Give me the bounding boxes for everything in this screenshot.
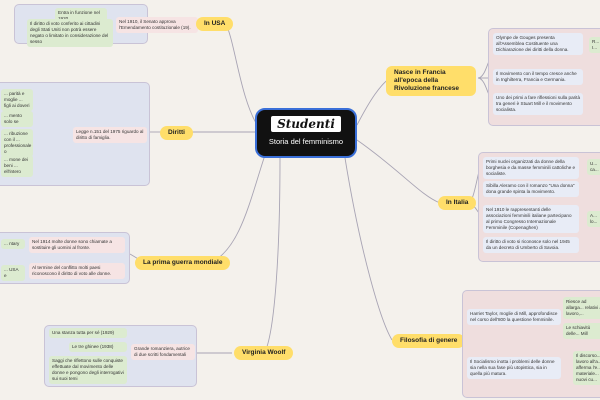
filosofia-note-2[interactable]: Le schiavitù delle... Mill [563, 323, 600, 339]
woolf-details-group: Una stanza tutta per sé (1929) Le tre gh… [44, 325, 197, 387]
guerra-detail-1[interactable]: Nel 1914 molte donne sono chiamate a sos… [29, 237, 125, 253]
italia-item-2[interactable]: Sibilla Aleramo con il romanzo "Una donn… [483, 181, 579, 197]
francia-item-2[interactable]: Il movimento con il tempo cresce anche i… [493, 69, 583, 85]
topic-prima-guerra[interactable]: La prima guerra mondiale [135, 256, 231, 271]
diritti-note-3[interactable]: ... ribuzione con il ... professionale o [1, 129, 33, 157]
woolf-detail[interactable]: Grande romanziera, autrice di due scritt… [131, 344, 195, 360]
topic-in-usa[interactable]: In USA [196, 17, 234, 32]
guerra-details-group: ... ntary ... USA e Nel 1914 molte donne… [0, 232, 130, 284]
woolf-note-2[interactable]: Le tre ghinee (1938) [69, 342, 127, 352]
francia-item-1[interactable]: Olympe de Gouges presenta all'Assemblea … [493, 33, 583, 55]
guerra-detail-2[interactable]: Al termine del conflitto molti paesi ric… [29, 263, 125, 279]
italia-note-2[interactable]: A... lo... [587, 211, 600, 227]
italia-item-4[interactable]: Il diritto di voto si riconosce solo nel… [483, 237, 579, 253]
guerra-note-2[interactable]: ... USA e [1, 265, 25, 281]
filosofia-item-1[interactable]: Harriet Taylor, moglie di Mill, approfon… [467, 309, 561, 325]
usa-details-group: Entra in funzione nel 1920 Il diritto di… [14, 4, 198, 47]
italia-details-group: Primi nuclei organizzati da donne della … [478, 152, 600, 262]
guerra-note-1[interactable]: ... ntary [1, 239, 25, 249]
italia-item-3[interactable]: Nel 1910 le rappresentanti delle associa… [483, 205, 579, 233]
francia-note-1[interactable]: R... I... [589, 37, 600, 53]
usa-note-2[interactable]: Il diritto di voto conferito ai cittadin… [27, 19, 113, 47]
diritti-note-4[interactable]: ... mone dei beni ... ell'intero [1, 155, 33, 177]
studenti-logo: Studenti [271, 116, 341, 132]
filosofia-details-group: Harriet Taylor, moglie di Mill, approfon… [462, 290, 600, 398]
topic-diritti[interactable]: Diritti [160, 126, 193, 141]
woolf-note-1[interactable]: Una stanza tutta per sé (1929) [49, 328, 127, 338]
italia-item-1[interactable]: Primi nuclei organizzati da donne della … [483, 157, 579, 179]
filosofia-note-3[interactable]: Il discorso... lavoro all'a... afferma l… [573, 351, 600, 385]
filosofia-item-2[interactable]: Il Socialismo inotta i problemi delle do… [467, 357, 561, 379]
topic-virginia-woolf[interactable]: Virginia Woolf [234, 346, 294, 361]
francia-item-3[interactable]: Uno dei primi a fare riflessioni sulla p… [493, 93, 583, 115]
topic-filosofia-di-genere[interactable]: Filosofia di genere [392, 334, 466, 349]
central-title: Storia del femminismo [268, 137, 344, 146]
usa-detail[interactable]: Nel 1910, il Senato approva l'Emendament… [116, 17, 198, 33]
topic-in-italia[interactable]: In Italia [438, 196, 477, 211]
diritti-note-2[interactable]: ... mento solo se [1, 111, 33, 127]
woolf-note-3[interactable]: Saggi che riflettono sulle conquiste eff… [49, 356, 127, 384]
diritti-detail[interactable]: Legge n.151 del 1975 riguardo al diritto… [73, 127, 147, 143]
central-topic[interactable]: Studenti Storia del femminismo [255, 108, 357, 158]
italia-note-1[interactable]: U... ca... [587, 159, 600, 175]
filosofia-note-1[interactable]: Riesce ad allarga... relativi al lavoro,… [563, 297, 600, 319]
topic-francia[interactable]: Nasce in Francia all'epoca della Rivoluz… [386, 66, 476, 97]
diritti-details-group: ... parità e moglie ... figli ai doveri … [0, 82, 150, 186]
diritti-note-1[interactable]: ... parità e moglie ... figli ai doveri [1, 89, 33, 111]
francia-details-group: Olympe de Gouges presenta all'Assemblea … [488, 28, 600, 126]
